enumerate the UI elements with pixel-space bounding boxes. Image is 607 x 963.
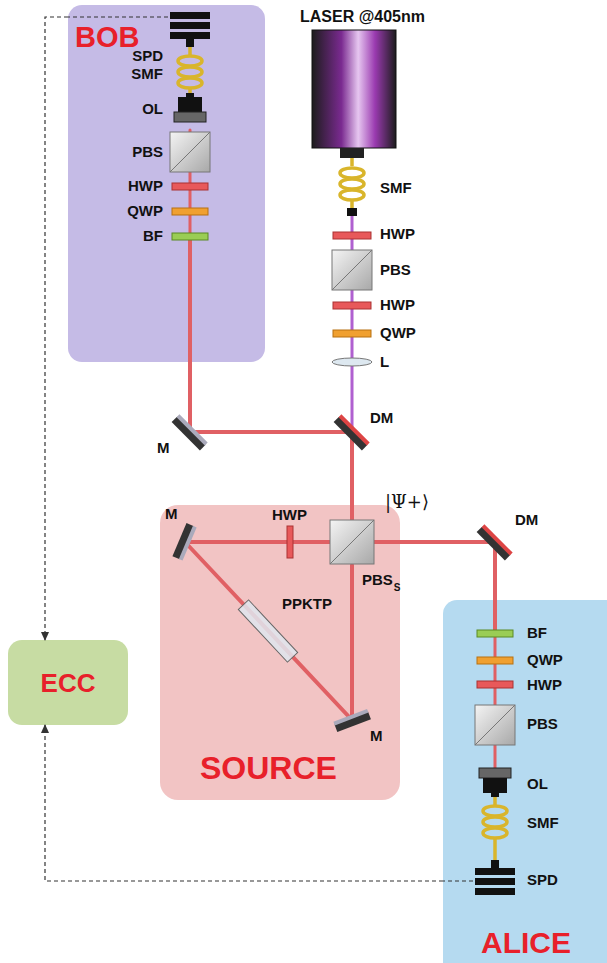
component-label: M (370, 728, 383, 745)
component-label: OL (142, 101, 163, 118)
component-label: HWP (272, 507, 307, 524)
component-label: QWP (127, 203, 163, 220)
component-label: BF (527, 625, 547, 642)
component-label: DM (515, 512, 538, 529)
component-label: SPD (132, 48, 163, 65)
component-label: HWP (380, 226, 415, 243)
component-label: PBS (132, 144, 163, 161)
component-label: DM (370, 410, 393, 427)
alice-panel: ALICE (443, 600, 607, 963)
component-label: QWP (380, 325, 416, 342)
component-label: SPD (527, 872, 558, 889)
signal-connector (45, 17, 68, 640)
panel-title: SOURCE (200, 752, 337, 784)
component-label: SMF (527, 815, 559, 832)
component-label: HWP (128, 178, 163, 195)
bob-panel: BOB (68, 5, 265, 362)
subscript: S (394, 582, 401, 593)
component-label: HWP (380, 297, 415, 314)
component-label: SMF (380, 180, 412, 197)
component-label: OL (527, 776, 548, 793)
component-label: HWP (527, 677, 562, 694)
component-label: L (380, 354, 389, 371)
ecc-box: ECC (8, 640, 128, 725)
component-label: BF (143, 228, 163, 245)
component-label: PBS (362, 572, 393, 589)
panel-title: ALICE (481, 928, 571, 958)
panel-title: ECC (41, 670, 96, 696)
component-label: SMF (131, 66, 163, 83)
component-label: PPKTP (282, 596, 332, 613)
panel-title: BOB (75, 23, 139, 52)
component-label: QWP (527, 652, 563, 669)
component-label: M (165, 506, 178, 523)
component-label: M (157, 440, 170, 457)
state-label: |Ψ+⟩ (385, 492, 429, 512)
component-label: PBS (527, 716, 558, 733)
component-label: LASER @405nm (300, 8, 425, 26)
component-label: PBS (380, 262, 411, 279)
